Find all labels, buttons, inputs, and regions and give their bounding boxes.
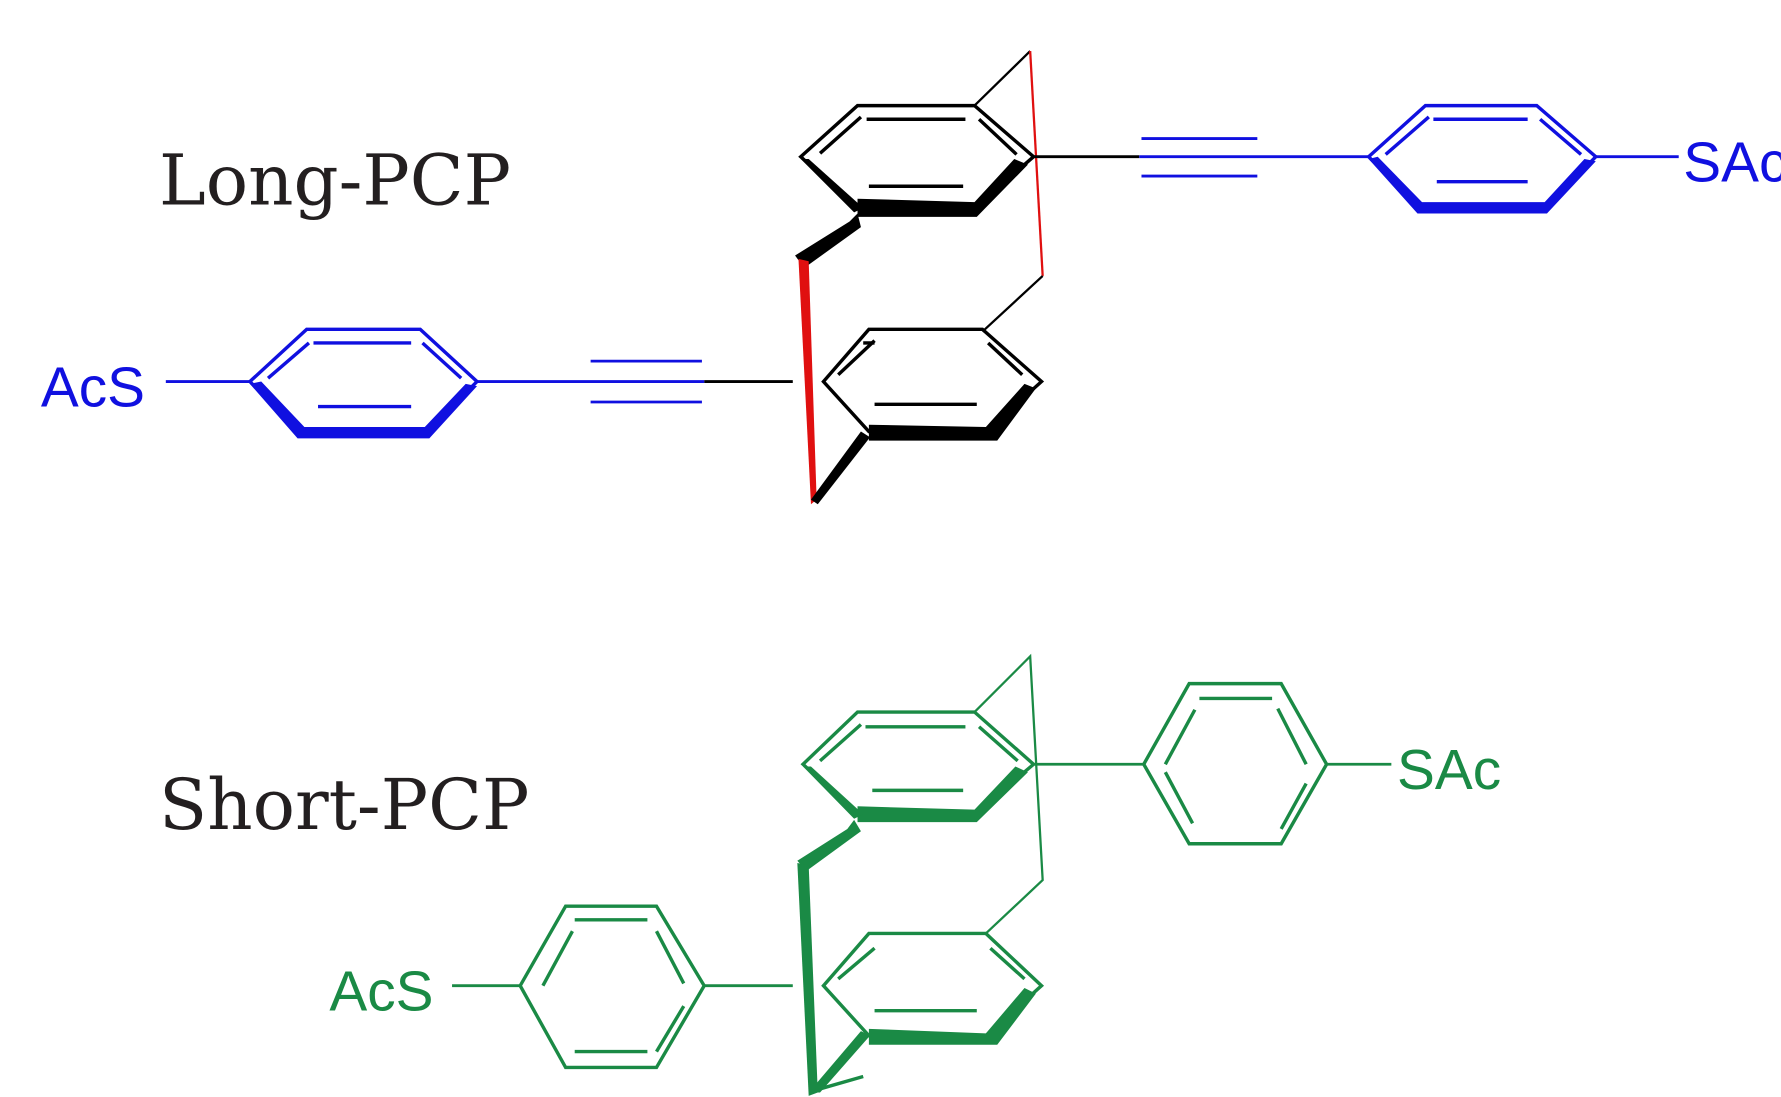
long-lower-wedge <box>868 383 1036 441</box>
short-lower-wedge <box>868 987 1036 1045</box>
short-right-phenyl <box>1141 681 1329 846</box>
short-left-acs-label: AcS <box>329 961 433 1024</box>
short-upper-wedge <box>857 766 1028 823</box>
long-right-alkyne <box>1139 137 1369 178</box>
long-upper-left-wedge <box>800 158 864 213</box>
short-left-phenyl <box>518 904 707 1070</box>
short-pcp-molecule: Short-PCP <box>159 653 1501 1096</box>
long-right-sac-label: SAc <box>1683 132 1781 195</box>
short-pcp-title: Short-PCP <box>159 764 529 846</box>
long-upper-bridge <box>973 50 1031 107</box>
long-left-phenyl-wedge <box>249 381 478 439</box>
short-right-sac-label: SAc <box>1397 739 1501 802</box>
long-pcp-molecule: Long-PCP <box>41 50 1781 505</box>
long-upper-wedge <box>857 158 1028 217</box>
long-left-bridge-wedge <box>795 213 861 269</box>
long-red-bridge-right <box>1029 51 1044 277</box>
short-upper-left-wedge <box>803 766 864 819</box>
long-red-bridge-left <box>798 258 817 505</box>
long-lower-bridge-right <box>981 275 1044 333</box>
long-left-acs-label: AcS <box>41 357 145 420</box>
short-lower-left-wedge <box>808 1031 871 1093</box>
long-right-phenyl-wedge <box>1368 156 1596 214</box>
long-pcp-title: Long-PCP <box>159 139 511 221</box>
short-left-bridge-wedge <box>797 819 861 872</box>
short-left-bridge <box>797 863 818 1096</box>
short-bottom-bond <box>815 1074 864 1092</box>
short-right-bridge <box>973 653 1044 935</box>
long-lower-left-wedge <box>810 431 871 505</box>
long-left-alkyne <box>477 359 705 404</box>
